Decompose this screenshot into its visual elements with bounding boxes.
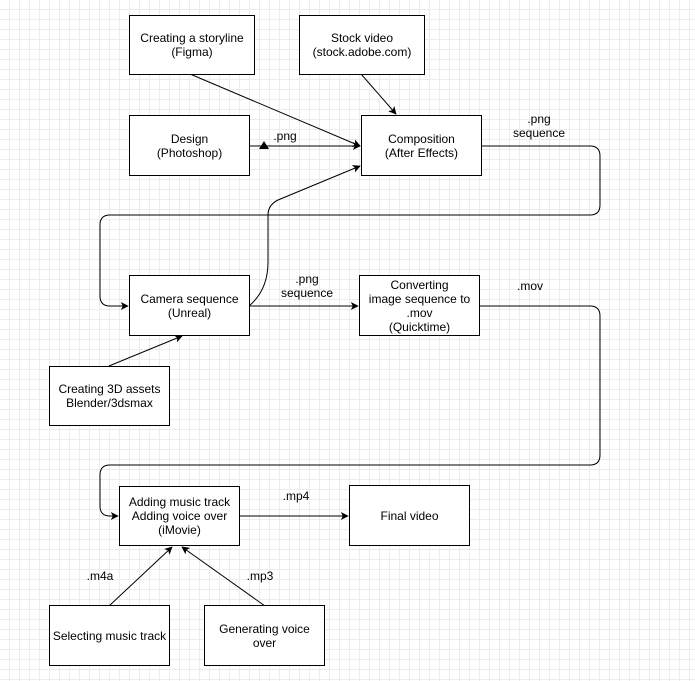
node-design[interactable]: Design (Photoshop) xyxy=(129,115,250,176)
edge-label-camera-png-sequence: .png sequence xyxy=(280,272,334,300)
edge-camera-sequence-to-composition[interactable] xyxy=(248,165,361,307)
edge-start-marker xyxy=(259,141,269,149)
edge-label-converting-mov: .mov xyxy=(516,279,543,293)
edge-3d-assets-to-camera-sequence[interactable] xyxy=(108,335,183,367)
node-composition[interactable]: Composition (After Effects) xyxy=(361,115,482,176)
edge-label-final-mp4: .mp4 xyxy=(282,489,310,503)
node-adding-music[interactable]: Adding music track Adding voice over (iM… xyxy=(119,486,240,546)
node-converting[interactable]: Converting image sequence to .mov (Quick… xyxy=(359,275,480,336)
edge-converting-to-adding-music[interactable] xyxy=(99,305,601,520)
edge-label-music-m4a: .m4a xyxy=(86,569,114,583)
node-creating-storyline[interactable]: Creating a storyline (Figma) xyxy=(129,15,255,75)
edge-label-design-png: .png xyxy=(273,129,297,143)
node-selecting-music[interactable]: Selecting music track xyxy=(49,605,170,666)
node-generating-voice[interactable]: Generating voice over xyxy=(204,605,325,666)
edge-stock-video-to-composition[interactable] xyxy=(360,73,397,115)
edge-composition-to-camera-sequence[interactable] xyxy=(99,145,601,310)
edge-generating-voice-to-adding-music[interactable] xyxy=(181,546,266,607)
node-creating-3d-assets[interactable]: Creating 3D assets Blender/3dsmax xyxy=(49,366,170,426)
node-stock-video[interactable]: Stock video (stock.adobe.com) xyxy=(299,15,425,75)
edge-label-composition-png-sequence: .png sequence xyxy=(512,112,566,140)
edge-storyline-to-composition[interactable] xyxy=(189,73,361,147)
node-camera-sequence[interactable]: Camera sequence (Unreal) xyxy=(129,275,250,336)
edge-label-voice-mp3: .mp3 xyxy=(246,569,274,583)
node-final-video[interactable]: Final video xyxy=(349,485,470,546)
edge-selecting-music-to-adding-music[interactable] xyxy=(108,546,173,607)
